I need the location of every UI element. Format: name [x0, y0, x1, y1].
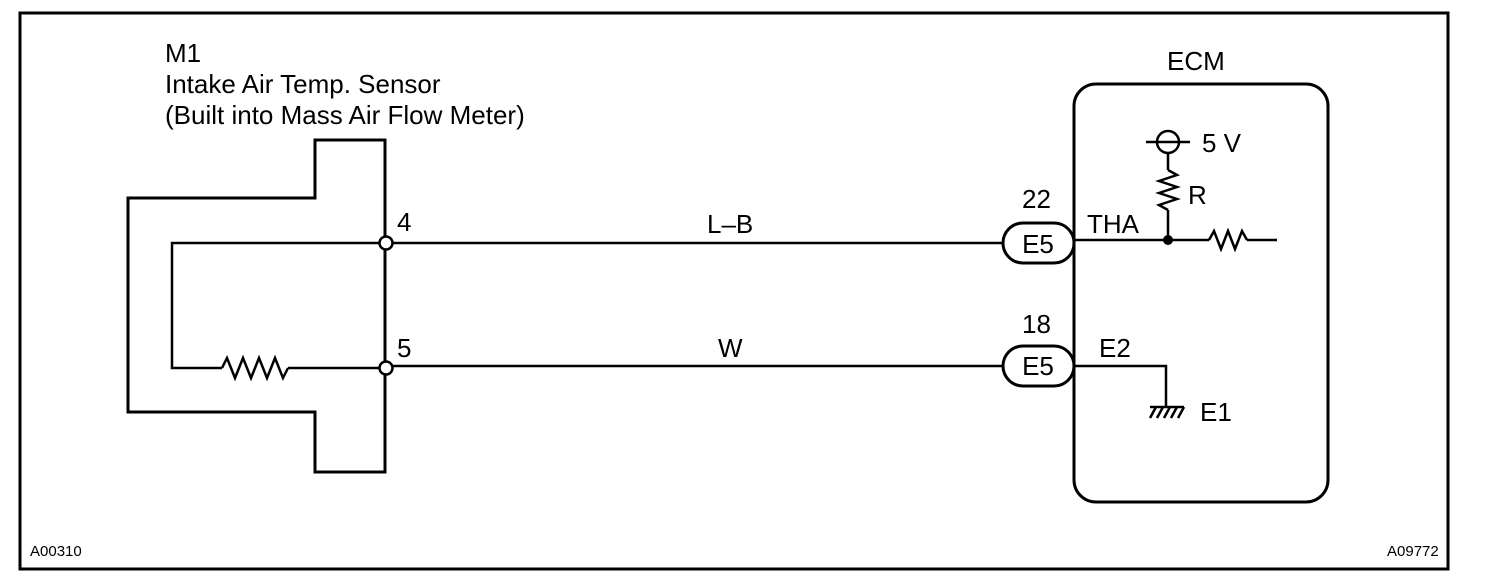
signal-pin-number: 22 [1022, 184, 1051, 214]
signal-wire-color: L–B [707, 209, 753, 239]
diagram-frame [18, 11, 1450, 571]
e2-terminal-label: E2 [1099, 333, 1131, 363]
e2-ground-wire [1074, 364, 1168, 407]
pullup-resistor-label: R [1188, 180, 1207, 210]
ground-icon [1148, 406, 1186, 419]
ground-connector-label: E5 [1022, 351, 1054, 381]
pin-5-terminal [378, 360, 394, 376]
pin-4-terminal [378, 235, 394, 251]
tha-terminal-label: THA [1087, 209, 1140, 239]
pin-5-label: 5 [397, 333, 411, 363]
sensor-code: M1 [165, 38, 201, 68]
ecm-box [1072, 82, 1330, 504]
signal-connector [1001, 221, 1076, 265]
supply-5v-label: 5 V [1202, 128, 1242, 158]
pin-4-label: 4 [397, 207, 411, 237]
sensor-name: Intake Air Temp. Sensor [165, 69, 441, 99]
e1-ground-label: E1 [1200, 397, 1232, 427]
sensor-internal-loop [170, 241, 385, 370]
figure-id-right: A09772 [1387, 543, 1439, 560]
figure-id-left: A00310 [30, 543, 82, 560]
ecm-internal-resistor [1207, 227, 1249, 253]
ecm-title: ECM [1167, 46, 1225, 76]
ground-wire-color: W [718, 333, 743, 363]
sensor-note: (Built into Mass Air Flow Meter) [165, 100, 525, 130]
ground-pin-number: 18 [1022, 309, 1051, 339]
thermistor-resistor [220, 354, 290, 382]
sensor-housing [126, 138, 387, 474]
signal-connector-label: E5 [1022, 229, 1054, 259]
pullup-resistor [1155, 168, 1181, 212]
